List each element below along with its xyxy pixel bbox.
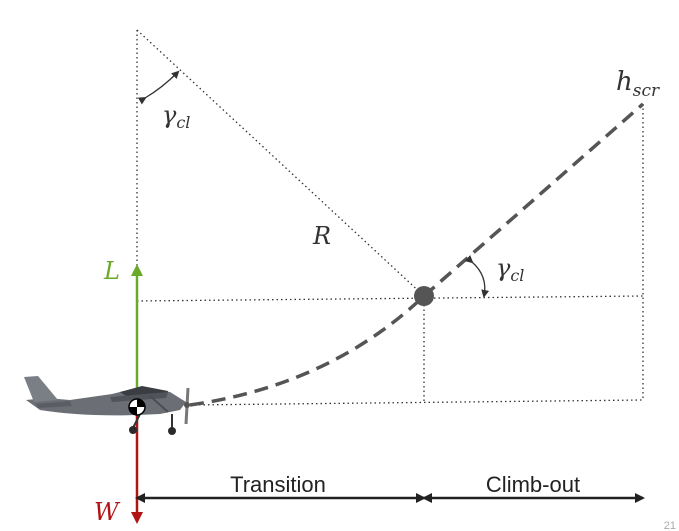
climb-out-segment	[422, 102, 645, 298]
aircraft-main-gear-leg	[132, 413, 141, 429]
h-scr-label: hscr	[616, 67, 660, 101]
lift-label: L	[103, 257, 120, 285]
aircraft-wing	[110, 392, 168, 402]
aircraft-strut	[149, 395, 169, 413]
ground-line	[189, 399, 644, 406]
aircraft-nose-wheel	[168, 427, 176, 435]
aircraft-vertical-tail	[24, 376, 58, 402]
transition-label: Transition	[230, 472, 326, 497]
aircraft-spinner	[184, 402, 190, 408]
page-number: 21	[664, 520, 676, 531]
gamma-top-label: γcl	[162, 101, 190, 132]
transition-arc	[189, 294, 426, 407]
aircraft-stabilizer	[36, 401, 72, 408]
climb-out-label: Climb-out	[486, 472, 580, 497]
aircraft-main-wheel	[129, 426, 137, 434]
radius-line	[136, 29, 425, 297]
gamma-top-angle-arc	[137, 70, 180, 105]
gamma-right-angle-arc	[464, 255, 490, 298]
construction-lines	[136, 29, 644, 406]
aircraft-icon	[24, 376, 190, 435]
gamma-right-label: γcl	[496, 254, 524, 285]
weight-label: W	[94, 498, 121, 526]
tangent-horizontal-line	[136, 295, 644, 302]
flight-path	[189, 102, 645, 407]
cg-marker-icon	[128, 398, 146, 416]
transition-end-point	[414, 286, 434, 306]
radius-label: R	[312, 222, 331, 250]
